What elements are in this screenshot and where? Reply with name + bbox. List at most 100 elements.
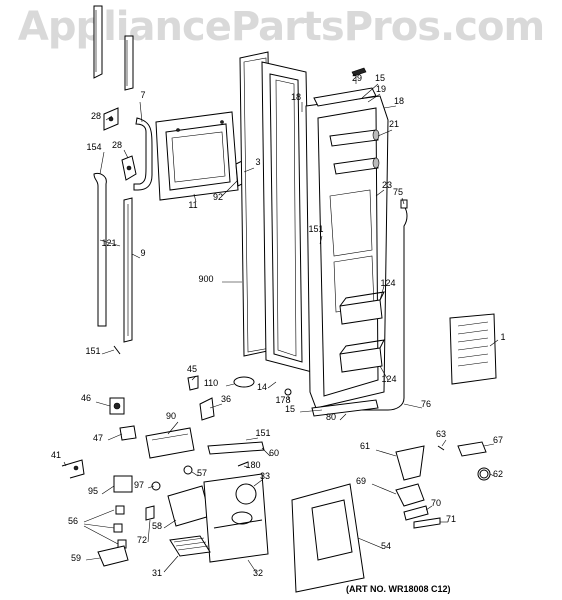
switch-47	[119, 425, 137, 441]
callout-c21: 21	[389, 119, 399, 129]
callout-c45: 45	[187, 364, 197, 374]
part-70	[403, 505, 429, 521]
part-72	[145, 505, 155, 521]
ring-62	[477, 467, 491, 481]
callout-c28a: 28	[91, 111, 101, 121]
callout-c180: 180	[245, 460, 260, 470]
shelf-124-lower	[339, 339, 385, 373]
callout-c33: 33	[260, 471, 270, 481]
bottom-cap-80	[311, 399, 379, 417]
callout-c110: 110	[204, 378, 218, 388]
trim-strip-121	[93, 173, 107, 327]
trim-strip-9	[123, 197, 133, 343]
callout-c15a: 15	[375, 73, 385, 83]
chute-61	[395, 445, 425, 481]
callout-c46: 46	[81, 393, 91, 403]
callout-c75: 75	[393, 187, 403, 197]
solenoid-95	[113, 475, 133, 493]
callout-c32: 32	[253, 568, 263, 578]
lamp-sockets-56	[113, 505, 127, 549]
top-cap-29	[313, 67, 377, 107]
callout-c70: 70	[431, 498, 441, 508]
callout-c71: 71	[446, 514, 456, 524]
actuator-41	[61, 459, 85, 479]
callout-c7: 7	[140, 90, 145, 100]
callout-c54: 54	[381, 541, 391, 551]
callout-c28b: 28	[112, 140, 122, 150]
callout-c61: 61	[360, 441, 370, 451]
callout-c154: 154	[86, 142, 101, 152]
shelf-bar-21-lower	[333, 157, 380, 175]
trim-strip-upper	[124, 35, 134, 91]
screw-151c	[113, 345, 121, 355]
funnel-assembly-33	[203, 473, 269, 563]
callout-c178: 178	[275, 395, 290, 405]
callout-c41: 41	[51, 450, 61, 460]
callout-c3: 3	[255, 157, 260, 167]
callout-c151a: 151	[308, 224, 323, 234]
callout-c97: 97	[134, 480, 144, 490]
callout-c59: 59	[71, 553, 81, 563]
callout-c69: 69	[356, 476, 366, 486]
callout-c900: 900	[198, 274, 213, 284]
callout-c80: 80	[326, 412, 336, 422]
bracket-67	[457, 441, 487, 457]
callout-c18b: 18	[394, 96, 404, 106]
callout-c18a: 18	[291, 92, 301, 102]
handle-cap-28b	[121, 155, 137, 181]
callout-c19: 19	[376, 84, 386, 94]
callout-c58: 58	[152, 521, 162, 531]
callout-c36: 36	[221, 394, 231, 404]
drip-tray-31	[169, 535, 211, 557]
callout-c29: 29	[352, 73, 362, 83]
callout-c90: 90	[166, 411, 176, 421]
callout-c92: 92	[213, 192, 223, 202]
callout-c9: 9	[140, 248, 145, 258]
callout-c47: 47	[93, 433, 103, 443]
callout-c67: 67	[493, 435, 503, 445]
callout-c31: 31	[152, 568, 162, 578]
door-assembly-69	[395, 483, 425, 507]
hinge-bracket-28a	[103, 107, 119, 131]
pad-59	[97, 545, 129, 567]
handle-60	[207, 441, 265, 455]
dispenser-recess-11	[155, 111, 239, 201]
callout-labels: 1 3 7 9 11 14 15 15 18 18 19 21 23 28 28 29 31 32 33 36 41 45…	[51, 73, 506, 578]
part-71	[413, 517, 441, 529]
control-panel-90	[145, 427, 195, 459]
part-63	[437, 445, 445, 451]
light-110	[233, 376, 255, 388]
owners-manual-1	[449, 313, 497, 385]
door-gasket	[261, 61, 313, 373]
part-57	[183, 465, 193, 475]
callout-c121: 121	[101, 238, 116, 248]
callout-c95: 95	[88, 486, 98, 496]
callout-c151b: 151	[255, 428, 270, 438]
callout-c72: 72	[137, 535, 147, 545]
bracket-36	[199, 397, 215, 421]
door-handle-7	[133, 117, 153, 191]
watermark: AppliancePartsPros.com	[17, 4, 545, 50]
shelf-bar-21-upper	[329, 129, 380, 147]
part-45	[187, 375, 199, 391]
callout-c62: 62	[493, 469, 503, 479]
trim-strip-top	[93, 5, 103, 79]
leader-lines	[63, 76, 499, 573]
callout-c57: 57	[197, 468, 207, 478]
callout-c14: 14	[257, 382, 267, 392]
bracket-58	[167, 485, 211, 527]
callout-c63: 63	[436, 429, 446, 439]
callout-c11: 11	[188, 200, 197, 210]
art-number: (ART NO. WR18008 C12)	[346, 584, 451, 594]
callout-c151c: 151	[85, 346, 100, 356]
spring-180	[237, 461, 249, 467]
callout-c23: 23	[382, 180, 392, 190]
part-97	[151, 481, 161, 491]
callout-c60: 60	[269, 448, 279, 458]
callout-c15b: 15	[285, 404, 295, 414]
shelf-124-upper	[339, 291, 385, 325]
switch-46	[109, 397, 125, 415]
callout-c1: 1	[500, 332, 505, 342]
callout-c76: 76	[421, 399, 431, 409]
